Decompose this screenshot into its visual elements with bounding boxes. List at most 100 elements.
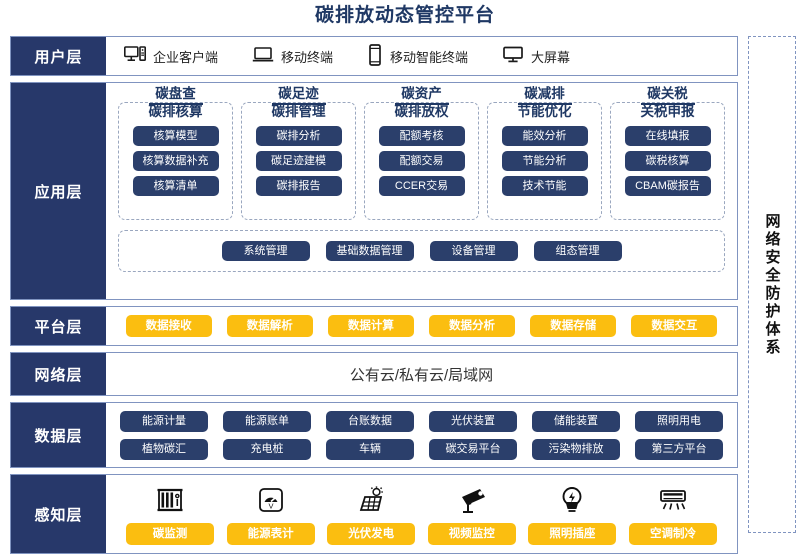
layer-body-platform: 数据接收 数据解析 数据计算 数据分析 数据存储 数据交互 xyxy=(106,307,737,345)
desktop-tower-icon xyxy=(124,45,146,67)
layer-body-application: 碳盘查 碳排核算 核算模型 核算数据补充 核算清单 碳足迹 碳排管理 碳排分析 … xyxy=(106,83,737,299)
user-item-label: 移动智能终端 xyxy=(390,49,469,65)
layer-row-user: 用户层 企业客户端 xyxy=(10,36,738,76)
data-item[interactable]: 污染物排放 xyxy=(532,438,620,460)
data-item[interactable]: 植物碳汇 xyxy=(120,438,208,460)
page-title: 碳排放动态管控平台 xyxy=(314,5,495,26)
management-item-system[interactable]: 系统管理 xyxy=(221,241,310,261)
layer-label-network: 网络层 xyxy=(11,353,106,395)
data-item[interactable]: 碳交易平台 xyxy=(429,438,517,460)
app-group-carbon-inventory: 碳盘查 碳排核算 核算模型 核算数据补充 核算清单 xyxy=(118,86,233,220)
application-group-list: 碳盘查 碳排核算 核算模型 核算数据补充 核算清单 碳足迹 碳排管理 碳排分析 … xyxy=(114,86,729,220)
energy-meter-icon: V xyxy=(256,483,286,517)
app-item[interactable]: 在线填报 xyxy=(624,126,711,146)
sense-item-label: 能源表计 xyxy=(226,523,315,545)
data-item[interactable]: 光伏装置 xyxy=(429,410,517,432)
app-group-caption: 碳资产 xyxy=(365,82,478,105)
data-source-row-1: 能源计量 能源账单 台账数据 光伏装置 储能装置 照明用电 xyxy=(120,410,723,432)
app-group-carbon-asset: 碳资产 碳排放权 配额考核 配额交易 CCER交易 xyxy=(364,86,479,220)
app-item[interactable]: 能效分析 xyxy=(501,126,588,146)
application-management-bar: 系统管理 基础数据管理 设备管理 组态管理 xyxy=(118,230,725,272)
platform-item-data-parse[interactable]: 数据解析 xyxy=(226,315,313,337)
layer-row-sensing: 感知层 xyxy=(10,474,738,554)
layer-row-application: 应用层 碳盘查 碳排核算 核算模型 核算数据补充 核算清单 碳足迹 碳排管理 xyxy=(10,82,738,300)
sense-item-label: 碳监测 xyxy=(126,523,214,545)
app-item[interactable]: CBAM碳报告 xyxy=(624,176,711,196)
sense-item-carbon-monitor[interactable]: 碳监测 xyxy=(124,483,216,545)
platform-item-data-analysis[interactable]: 数据分析 xyxy=(429,315,516,337)
user-item-label: 移动终端 xyxy=(281,49,334,65)
network-security-band: 网络安全防护体系 xyxy=(748,36,796,533)
user-item-large-screen[interactable]: 大屏幕 xyxy=(502,46,570,67)
app-group-carbon-footprint: 碳足迹 碳排管理 碳排分析 碳足迹建模 碳排报告 xyxy=(241,86,356,220)
layer-label-sensing: 感知层 xyxy=(11,475,106,553)
layer-body-sensing: 碳监测 V 能源表计 xyxy=(106,475,737,553)
data-item[interactable]: 储能装置 xyxy=(532,410,620,432)
app-group-subtitle: 关税申报 xyxy=(619,104,716,120)
sense-item-lighting-socket[interactable]: 照明插座 xyxy=(526,483,618,545)
app-group-subtitle: 碳排核算 xyxy=(127,104,224,120)
app-item[interactable]: 配额交易 xyxy=(378,151,465,171)
platform-item-data-receive[interactable]: 数据接收 xyxy=(125,315,212,337)
app-item[interactable]: 碳税核算 xyxy=(624,151,711,171)
management-item-configuration[interactable]: 组态管理 xyxy=(533,241,622,261)
app-item[interactable]: 核算数据补充 xyxy=(132,151,219,171)
cctv-camera-icon xyxy=(456,483,488,517)
sense-item-solar-power[interactable]: 光伏发电 xyxy=(325,483,417,545)
management-item-device[interactable]: 设备管理 xyxy=(429,241,518,261)
app-group-items: 配额考核 配额交易 CCER交易 xyxy=(373,126,470,196)
data-item[interactable]: 能源账单 xyxy=(223,410,311,432)
network-security-label: 网络安全防护体系 xyxy=(763,212,781,357)
platform-item-data-storage[interactable]: 数据存储 xyxy=(530,315,617,337)
platform-item-data-exchange[interactable]: 数据交互 xyxy=(631,315,718,337)
app-group-carbon-tariff: 碳关税 关税申报 在线填报 碳税核算 CBAM碳报告 xyxy=(610,86,725,220)
layer-body-network: 公有云/私有云/局域网 xyxy=(106,353,737,395)
layer-row-platform: 平台层 数据接收 数据解析 数据计算 数据分析 数据存储 数据交互 xyxy=(10,306,738,346)
data-item[interactable]: 照明用电 xyxy=(635,410,723,432)
monitor-icon xyxy=(502,46,524,67)
app-item[interactable]: 碳排分析 xyxy=(255,126,342,146)
user-terminal-list: 企业客户端 移动终端 xyxy=(106,37,737,75)
architecture-stack: 用户层 企业客户端 xyxy=(10,36,738,560)
platform-capability-list: 数据接收 数据解析 数据计算 数据分析 数据存储 数据交互 xyxy=(106,307,737,345)
layer-label-application: 应用层 xyxy=(11,83,106,299)
sense-item-label: 空调制冷 xyxy=(628,523,717,545)
user-item-enterprise-client[interactable]: 企业客户端 xyxy=(124,45,218,67)
sense-item-label: 视频监控 xyxy=(427,523,516,545)
data-source-row-2: 植物碳汇 充电桩 车辆 碳交易平台 污染物排放 第三方平台 xyxy=(120,438,723,460)
data-item[interactable]: 充电桩 xyxy=(223,438,311,460)
app-item[interactable]: 碳足迹建模 xyxy=(255,151,342,171)
app-item[interactable]: 碳排报告 xyxy=(255,176,342,196)
app-group-subtitle: 碳排管理 xyxy=(250,104,347,120)
platform-item-data-compute[interactable]: 数据计算 xyxy=(327,315,414,337)
data-source-grid: 能源计量 能源账单 台账数据 光伏装置 储能装置 照明用电 植物碳汇 充电桩 车… xyxy=(106,403,737,467)
layer-row-data: 数据层 能源计量 能源账单 台账数据 光伏装置 储能装置 照明用电 植物碳汇 充… xyxy=(10,402,738,468)
data-item[interactable]: 台账数据 xyxy=(326,410,414,432)
sense-item-video-surveillance[interactable]: 视频监控 xyxy=(426,483,518,545)
app-group-carbon-reduction: 碳减排 节能优化 能效分析 节能分析 技术节能 xyxy=(487,86,602,220)
user-item-smart-mobile-terminal[interactable]: 移动智能终端 xyxy=(367,43,469,69)
app-item[interactable]: CCER交易 xyxy=(378,176,465,196)
app-group-caption: 碳关税 xyxy=(611,82,724,105)
laptop-icon xyxy=(252,46,274,67)
sense-item-energy-meter[interactable]: V 能源表计 xyxy=(225,483,317,545)
data-item[interactable]: 第三方平台 xyxy=(635,438,723,460)
management-item-base-data[interactable]: 基础数据管理 xyxy=(325,241,414,261)
layer-body-user: 企业客户端 移动终端 xyxy=(106,37,737,75)
app-group-items: 碳排分析 碳足迹建模 碳排报告 xyxy=(250,126,347,196)
app-group-subtitle: 节能优化 xyxy=(496,104,593,120)
air-conditioner-icon xyxy=(657,483,689,517)
svg-text:V: V xyxy=(268,502,273,511)
sense-item-air-conditioning[interactable]: 空调制冷 xyxy=(627,483,719,545)
app-item[interactable]: 核算模型 xyxy=(132,126,219,146)
app-group-subtitle: 碳排放权 xyxy=(373,104,470,120)
layer-body-data: 能源计量 能源账单 台账数据 光伏装置 储能装置 照明用电 植物碳汇 充电桩 车… xyxy=(106,403,737,467)
app-item[interactable]: 配额考核 xyxy=(378,126,465,146)
data-item[interactable]: 车辆 xyxy=(326,438,414,460)
user-item-mobile-terminal[interactable]: 移动终端 xyxy=(252,46,333,67)
data-item[interactable]: 能源计量 xyxy=(120,410,208,432)
app-item[interactable]: 技术节能 xyxy=(501,176,588,196)
app-item[interactable]: 节能分析 xyxy=(501,151,588,171)
lightbulb-icon xyxy=(559,483,585,517)
app-item[interactable]: 核算清单 xyxy=(132,176,219,196)
